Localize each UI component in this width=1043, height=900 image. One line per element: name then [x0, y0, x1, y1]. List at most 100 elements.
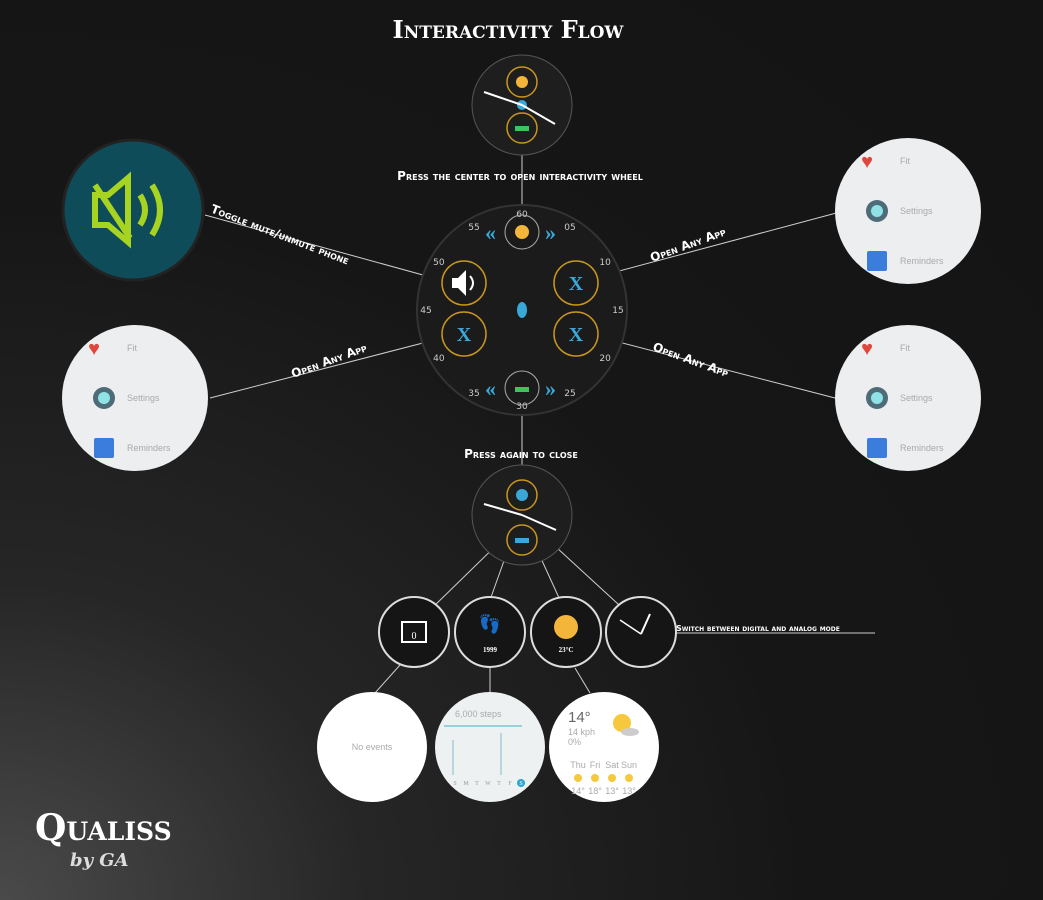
app-item-label[interactable]: Fit	[900, 343, 910, 353]
switch-mode-label: Switch between digital and analog mode	[676, 624, 840, 633]
weather-wind: 14 kph	[568, 727, 595, 737]
footsteps-icon: 👣	[479, 613, 501, 635]
watch-face-bottom[interactable]	[471, 464, 573, 566]
wheel-tick-label: 05	[564, 223, 575, 233]
heart-icon: ♥	[861, 338, 873, 360]
open-app-label-right-bottom: Open Any App	[651, 340, 730, 380]
wheel-tick-label: 10	[599, 258, 611, 268]
weather-rain: 0%	[568, 737, 581, 747]
wheel-tick-label: 50	[433, 258, 445, 268]
complication-weather[interactable]: 23°C	[530, 596, 602, 668]
complication-analog-clock[interactable]	[605, 596, 677, 668]
wheel-tick-label: 15	[612, 306, 623, 316]
heart-icon: ♥	[88, 338, 100, 360]
app-item-label[interactable]: Reminders	[900, 443, 944, 453]
svg-text:♥: ♥	[861, 151, 873, 173]
heart-icon: ♥	[861, 151, 873, 173]
forecast-temp: 13°	[622, 786, 636, 796]
forecast-temp: 13°	[605, 786, 619, 796]
complication-calendar[interactable]: 0	[378, 596, 450, 668]
step-day-label: S	[453, 781, 456, 787]
reminder-icon	[867, 251, 887, 271]
wheel-tick-label: 25	[564, 389, 575, 399]
sun-icon	[554, 615, 578, 639]
wheel-tick-label: 55	[468, 223, 479, 233]
weather-icon	[625, 774, 633, 782]
center-button[interactable]	[517, 302, 527, 318]
weather-temp: 14°	[568, 709, 591, 726]
mute-slot[interactable]	[441, 260, 487, 306]
forecast-temp: 14°	[571, 786, 585, 796]
weather-icon	[574, 774, 582, 782]
gear-icon	[866, 387, 888, 409]
watch-face-top[interactable]	[471, 54, 573, 156]
wheel-tick-label: 40	[433, 354, 445, 364]
step-close-label: Press again to close	[464, 447, 578, 461]
reminder-icon	[94, 438, 114, 458]
app-item-label[interactable]: Fit	[900, 156, 910, 166]
x-icon: X	[457, 324, 472, 346]
wheel-tick-label: 35	[468, 389, 479, 399]
x-icon: X	[569, 273, 584, 295]
step-day-label: M	[463, 781, 469, 787]
partly-cloudy-icon	[613, 714, 631, 732]
app-slot-right-bottom[interactable]: X	[553, 311, 599, 357]
reminder-icon	[867, 438, 887, 458]
gear-icon	[93, 387, 115, 409]
x-icon: X	[569, 324, 584, 346]
brand-name: Qualiss	[35, 807, 172, 849]
chevron-right-icon[interactable]: »	[545, 376, 556, 401]
chevron-left-icon[interactable]: «	[485, 220, 496, 245]
forecast-day: Sat	[605, 760, 619, 770]
app-item-label[interactable]: Settings	[127, 393, 160, 403]
wheel-tick-label: 45	[420, 306, 431, 316]
chevron-left-icon[interactable]: «	[485, 376, 496, 401]
no-events-text: No events	[352, 742, 393, 752]
forecast-day: Fri	[590, 760, 601, 770]
svg-text:♥: ♥	[861, 338, 873, 360]
step-day-label: W	[485, 781, 491, 787]
wheel-tick-label: 20	[599, 354, 611, 364]
speaker-icon	[452, 270, 466, 296]
app-item-label[interactable]: Settings	[900, 393, 933, 403]
app-slot-left[interactable]: X	[441, 311, 487, 357]
title: Interactivity Flow	[392, 15, 624, 44]
brand-byline: by GA	[70, 850, 129, 871]
mute-toggle[interactable]	[61, 138, 205, 282]
weather-value: 23°C	[559, 646, 574, 654]
app-slot-right-top[interactable]: X	[553, 260, 599, 306]
step-day-label: F	[508, 781, 512, 787]
step-day-label: T	[497, 781, 501, 787]
mute-label: Toggle mute/unmute phone	[209, 202, 351, 268]
app-item-label[interactable]: Reminders	[900, 256, 944, 266]
step-open-label: Press the center to open interactivity w…	[397, 169, 643, 183]
open-app-label-left: Open Any App	[289, 340, 368, 380]
app-item-label[interactable]: Settings	[900, 206, 933, 216]
calendar-value: 0	[412, 631, 417, 642]
calendar-icon	[401, 621, 427, 643]
forecast-day: Thu	[570, 760, 586, 770]
chevron-right-icon[interactable]: »	[545, 220, 556, 245]
app-item-label[interactable]: Fit	[127, 343, 137, 353]
complication-steps[interactable]: 👣 1999	[454, 596, 526, 668]
app-item-label[interactable]: Reminders	[127, 443, 171, 453]
gear-icon	[866, 200, 888, 222]
weather-icon	[591, 774, 599, 782]
steps-goal-text: 6,000 steps	[455, 709, 502, 719]
speaker-mute-icon	[92, 171, 163, 249]
weather-icon	[608, 774, 616, 782]
wheel-tick-label: 30	[516, 402, 528, 412]
calendar-card[interactable]: No events	[317, 692, 427, 802]
step-day-label: T	[475, 781, 479, 787]
brand-logo: Qualiss by GA	[35, 807, 172, 871]
steps-value: 1999	[483, 646, 498, 654]
forecast-day: Sun	[621, 760, 637, 770]
